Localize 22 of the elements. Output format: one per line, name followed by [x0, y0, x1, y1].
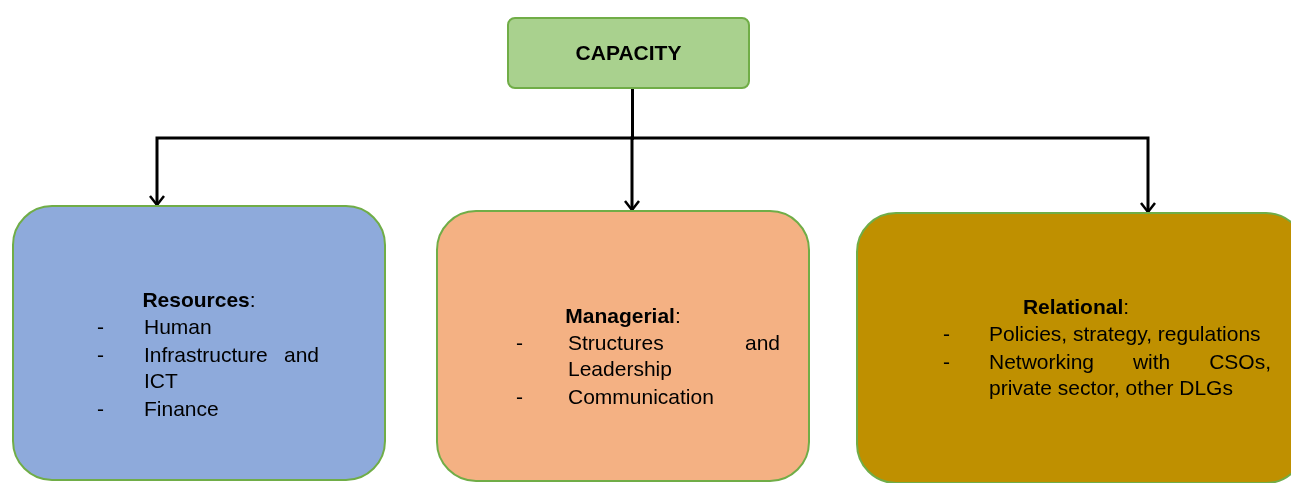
list-item: Finance — [144, 396, 220, 422]
title-box — [507, 17, 750, 89]
title-text: CAPACITY — [575, 41, 682, 65]
list-item: Communication — [568, 384, 715, 410]
heading-text: Resources: — [141, 288, 257, 312]
bullet-dash: - — [943, 321, 951, 347]
list-item: Networking with CSOs, private sector, other DLGs — [989, 349, 1271, 401]
list-item: Policies, strategy, regulations — [989, 321, 1262, 347]
bullet-dash: - — [97, 396, 105, 422]
bullet-dash: - — [97, 342, 105, 368]
category-box — [12, 205, 386, 481]
list-item: Human — [144, 314, 213, 340]
bullet-dash: - — [516, 330, 524, 356]
bullet-dash: - — [943, 349, 951, 375]
list-item: Infrastructure and ICT — [144, 342, 319, 394]
category-box — [436, 210, 810, 482]
bullet-dash: - — [97, 314, 105, 340]
heading-text: Relational: — [1021, 295, 1131, 319]
list-item: Structures and Leadership — [568, 330, 780, 382]
category-box — [856, 212, 1291, 483]
heading-text: Managerial: — [564, 304, 682, 328]
bullet-dash: - — [516, 384, 524, 410]
